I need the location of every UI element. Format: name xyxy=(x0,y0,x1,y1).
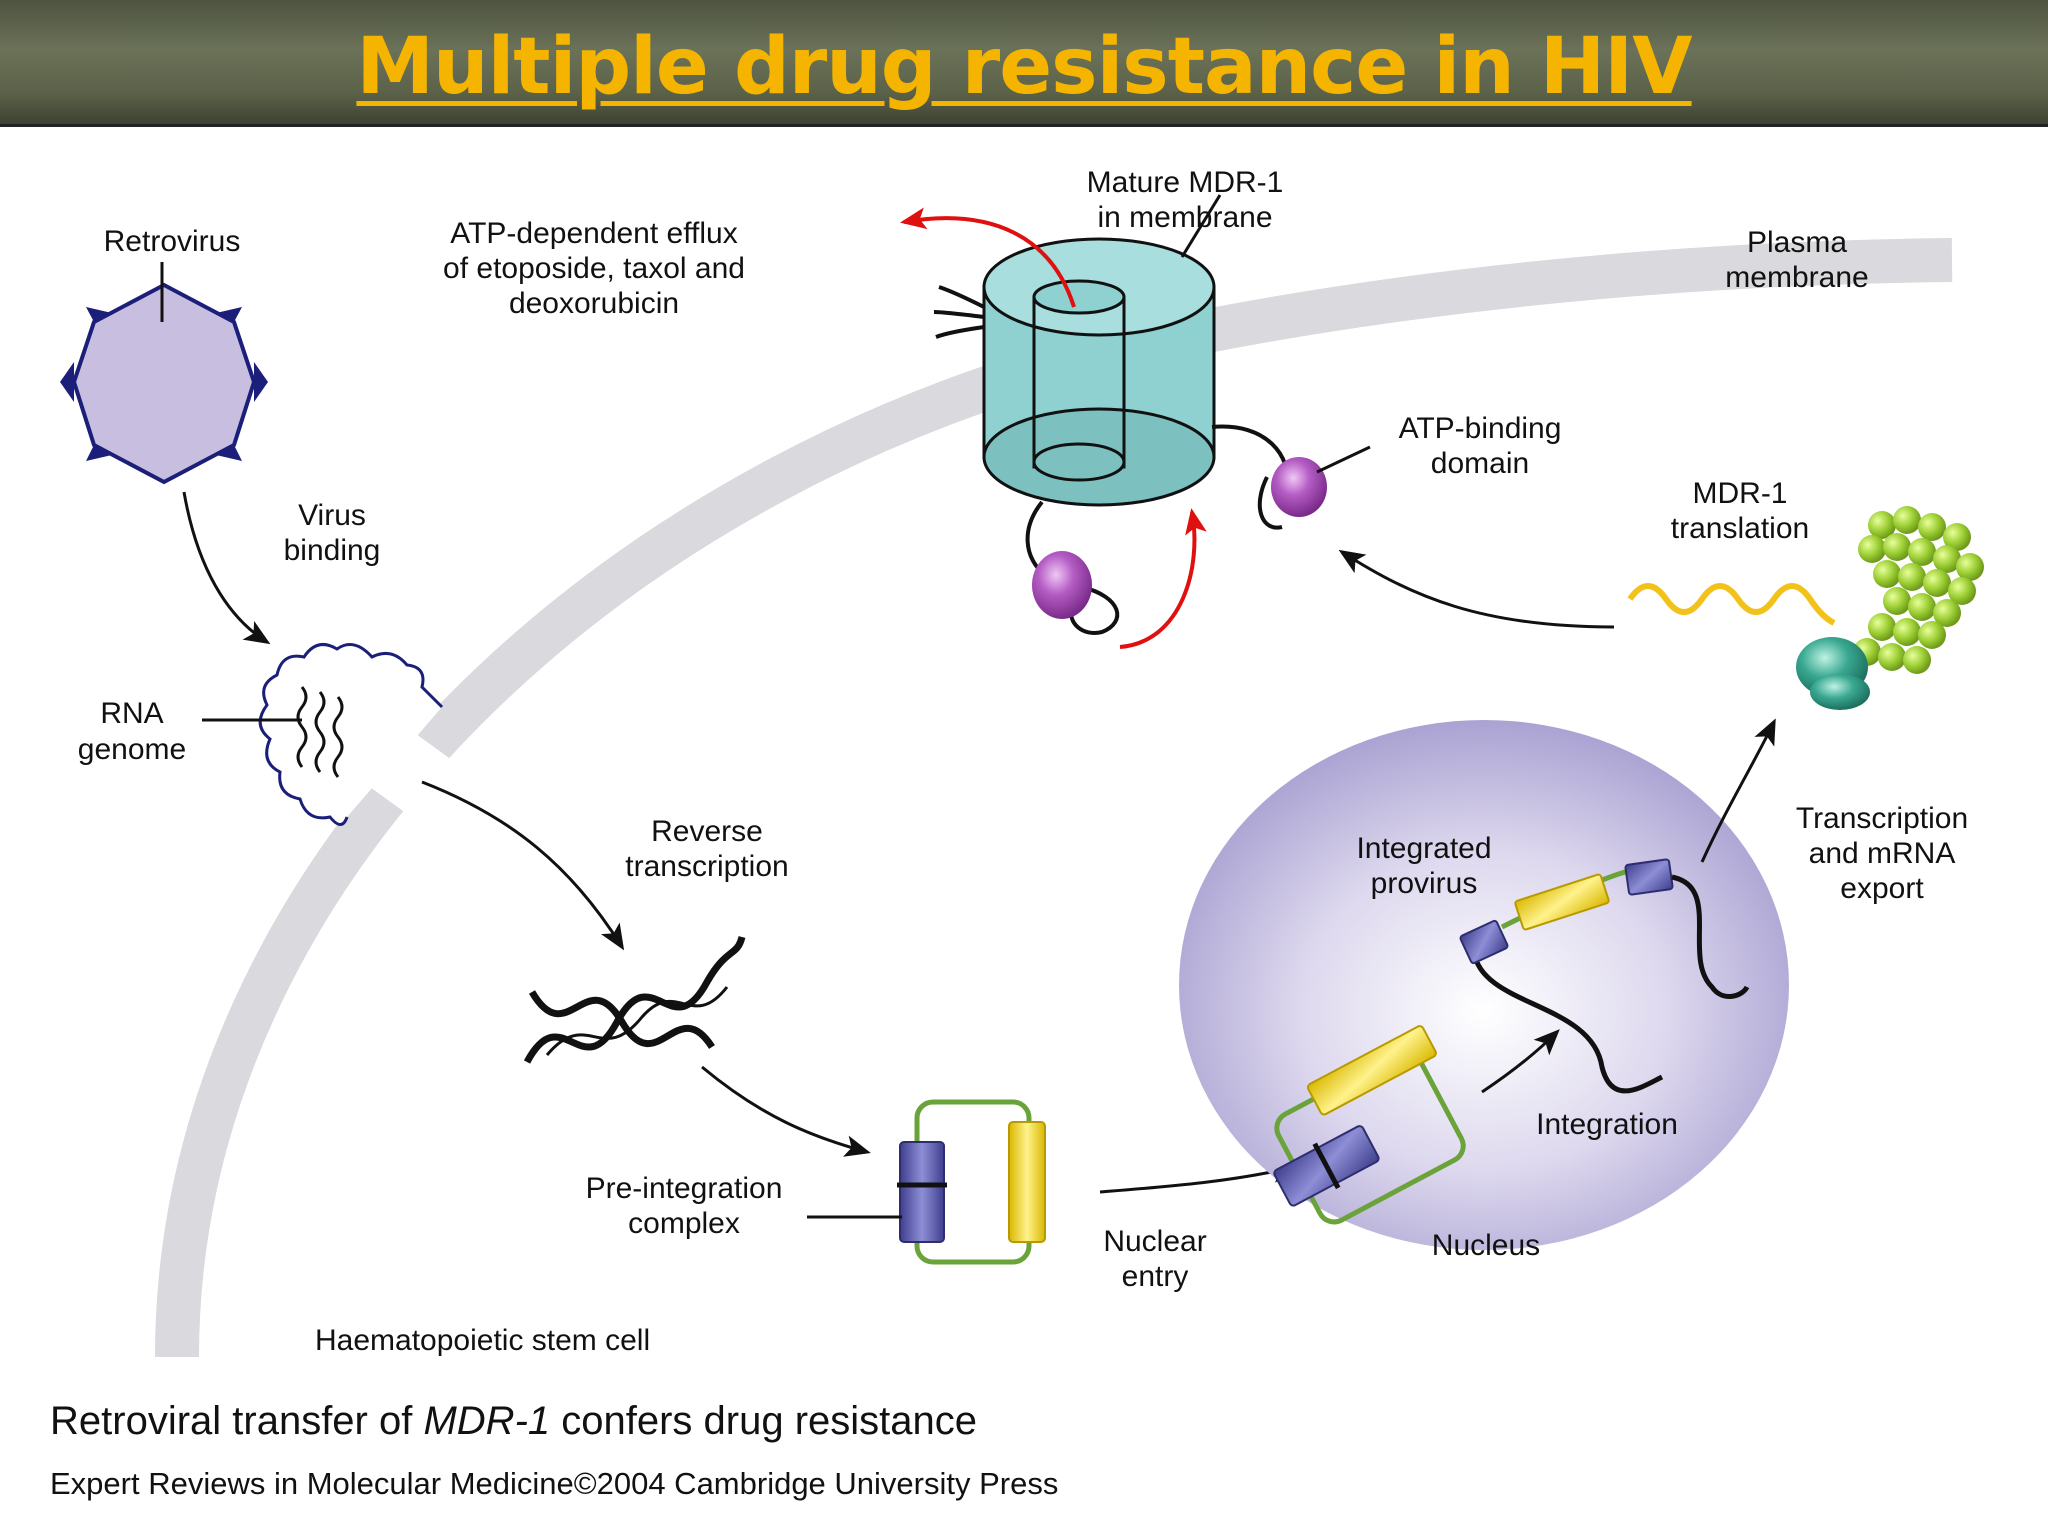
label-plasma-membrane-2: membrane xyxy=(1725,261,1868,294)
caption-suffix: confers drug resistance xyxy=(550,1399,977,1443)
label-virus-binding-1: Virus xyxy=(298,499,366,532)
label-transcription-export-2: and mRNA xyxy=(1809,837,1956,870)
label-nuclear-entry-2: entry xyxy=(1122,1260,1189,1293)
label-mdr-translation-2: translation xyxy=(1671,512,1809,545)
retrovirus-particle xyxy=(60,262,268,485)
label-atp-binding-1: ATP-binding xyxy=(1399,412,1562,445)
label-pre-integration-2: complex xyxy=(628,1207,740,1240)
label-reverse-transcription-2: transcription xyxy=(625,850,788,883)
label-transcription-export-1: Transcription xyxy=(1796,802,1968,835)
atp-binding-domain-left xyxy=(1032,551,1092,619)
mdr1-pump xyxy=(933,194,1371,635)
label-mature-mdr-2: in membrane xyxy=(1097,201,1272,234)
label-rna-genome-1: RNA xyxy=(100,697,163,730)
arrow-drug-uptake xyxy=(1119,508,1207,649)
arrow-efflux xyxy=(900,207,1076,308)
arrow-nuclear-entry xyxy=(1099,1161,1298,1194)
label-atp-binding-2: domain xyxy=(1431,447,1529,480)
label-mdr-translation-1: MDR-1 xyxy=(1693,477,1788,510)
slide-title: Multiple drug resistance in HIV xyxy=(356,22,1692,112)
diagram-figure: Retrovirus Virus binding RNA genome Reve… xyxy=(2,127,2046,1534)
arrow-translation-to-membrane xyxy=(1338,549,1615,629)
nuclear-pre-integration-complex xyxy=(1273,1025,1466,1225)
caption-prefix: Retroviral transfer of xyxy=(50,1399,423,1443)
title-banner: Multiple drug resistance in HIV xyxy=(0,0,2048,127)
label-rna-genome-2: genome xyxy=(78,733,186,766)
arrow-to-pic xyxy=(701,1065,871,1157)
label-efflux-1: ATP-dependent efflux xyxy=(450,217,737,250)
nucleus xyxy=(1179,720,1789,1250)
label-transcription-export-3: export xyxy=(1840,872,1924,905)
caption-gene: MDR-1 xyxy=(423,1399,550,1443)
label-plasma-membrane-1: Plasma xyxy=(1747,226,1847,259)
label-integrated-provirus-1: Integrated xyxy=(1356,832,1491,865)
arrow-virus-binding xyxy=(182,491,271,645)
label-nucleus: Nucleus xyxy=(1432,1229,1540,1262)
figure-caption: Retroviral transfer of MDR-1 confers dru… xyxy=(50,1399,977,1443)
label-reverse-transcription-1: Reverse xyxy=(651,815,763,848)
label-mature-mdr-1: Mature MDR-1 xyxy=(1087,166,1284,199)
label-retrovirus: Retrovirus xyxy=(104,225,241,258)
pre-integration-complex xyxy=(807,1099,1046,1265)
arrow-transcription xyxy=(1700,718,1776,863)
protein-chain xyxy=(1853,506,1984,674)
arrow-integration xyxy=(1481,1029,1560,1094)
diagram-svg: Retrovirus Virus binding RNA genome Reve… xyxy=(50,166,1984,1501)
label-nuclear-entry-1: Nuclear xyxy=(1103,1225,1206,1258)
label-integrated-provirus-2: provirus xyxy=(1371,867,1478,900)
label-integration: Integration xyxy=(1536,1108,1678,1141)
figure-credit: Expert Reviews in Molecular Medicine©200… xyxy=(50,1466,1058,1501)
label-efflux-3: deoxorubicin xyxy=(509,287,679,320)
virus-entering-cell xyxy=(202,643,444,826)
label-efflux-2: of etoposide, taxol and xyxy=(443,252,745,285)
label-stem-cell: Haematopoietic stem cell xyxy=(315,1324,650,1357)
label-virus-binding-2: binding xyxy=(284,534,381,567)
mdr1-translation xyxy=(1627,506,1984,710)
atp-binding-domain-right xyxy=(1271,457,1327,517)
dna-double-helix xyxy=(523,935,746,1064)
integrated-provirus xyxy=(1459,858,1750,1094)
arrow-reverse-transcription xyxy=(421,780,625,951)
label-pre-integration-1: Pre-integration xyxy=(586,1172,783,1205)
